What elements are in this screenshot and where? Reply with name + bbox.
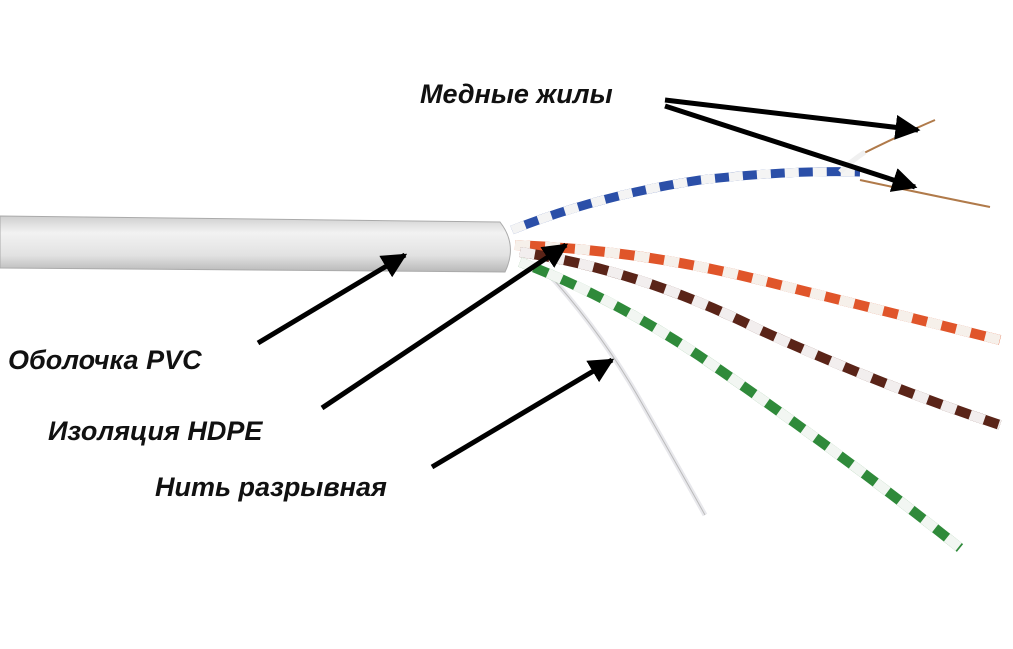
arrow-ripcord xyxy=(430,357,615,470)
green-pair xyxy=(518,257,964,552)
brown-pair xyxy=(519,247,1002,430)
label-pvc-sheath: Оболочка PVC xyxy=(8,345,202,375)
copper-wire-2 xyxy=(859,179,991,208)
label-hdpe-insulation: Изоляция HDPE xyxy=(48,416,263,446)
blue-pair xyxy=(510,149,867,235)
arrow-copper-1 xyxy=(664,97,921,140)
orange-pair xyxy=(514,240,1002,345)
pvc-sheath xyxy=(0,215,511,273)
label-ripcord: Нить разрывная xyxy=(155,472,387,502)
arrow-copper-2 xyxy=(664,103,918,192)
arrow-sheath xyxy=(256,252,408,346)
label-copper-conductors: Медные жилы xyxy=(420,79,613,109)
arrow-insulation xyxy=(320,242,569,411)
